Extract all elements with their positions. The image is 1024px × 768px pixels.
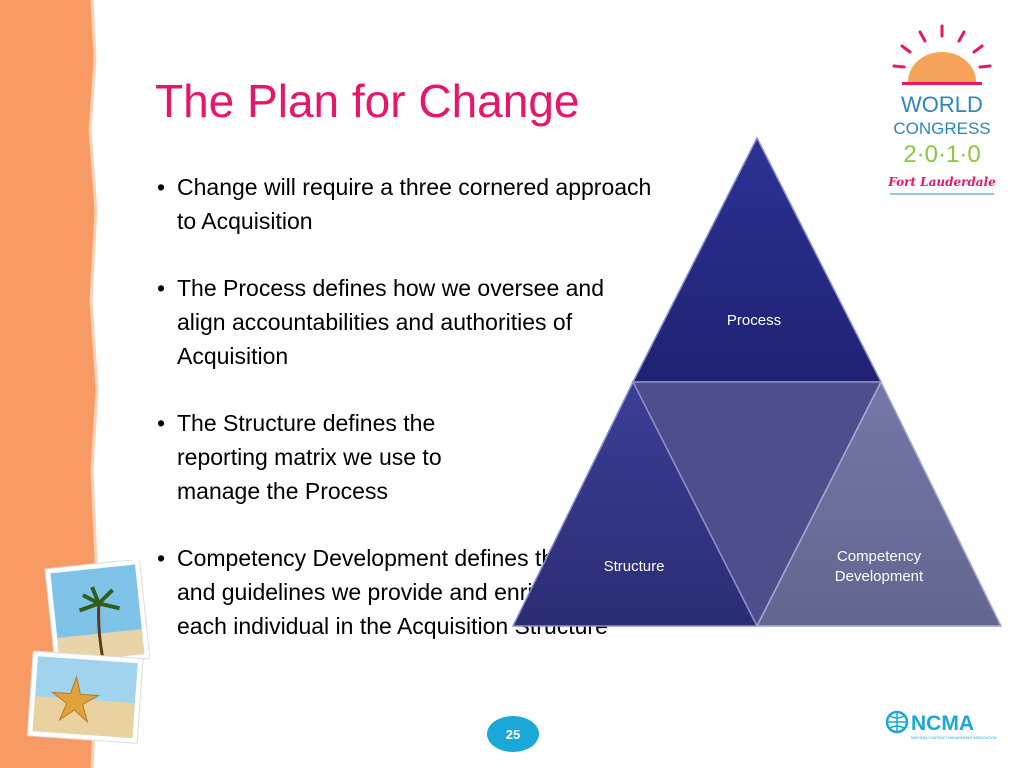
page-number: 25 xyxy=(505,726,521,742)
pyramid-label-competency: Competency xyxy=(837,548,922,565)
pyramid-right-segment xyxy=(755,380,1003,627)
bullet-text: Competency Development defines the tools… xyxy=(177,545,622,639)
wc-year: 2·0·1·0 xyxy=(903,141,980,168)
page-number-badge: 25 xyxy=(487,716,539,752)
ncma-wordmark: NCMA xyxy=(911,712,974,735)
bullet-text: The Process defines how we oversee and a… xyxy=(177,275,605,369)
wc-line2: CONGRESS xyxy=(893,119,990,138)
pyramid-label-structure: Structure xyxy=(604,558,665,575)
pyramid-label-development: Development xyxy=(835,568,924,585)
slide-title: The Plan for Change xyxy=(155,75,580,127)
wc-line1: WORLD xyxy=(901,92,983,117)
pyramid-label-process: Process xyxy=(727,312,781,329)
bullet-list: Change will require a three cornered app… xyxy=(155,170,675,676)
ncma-logo: NCMA NATIONAL CONTRACT MANAGEMENT ASSOCI… xyxy=(885,710,997,740)
world-congress-logo: WORLD CONGRESS 2·0·1·0 Fort Lauderdale xyxy=(887,24,996,195)
wc-city: Fort Lauderdale xyxy=(887,175,996,189)
pyramid-left-segment xyxy=(511,380,759,627)
bullet-item: The Process defines how we oversee and a… xyxy=(155,271,657,373)
bullet-item: Competency Development defines the tools… xyxy=(155,541,627,643)
bullet-text: Change will require a three cornered app… xyxy=(177,174,652,234)
ncma-tagline: NATIONAL CONTRACT MANAGEMENT ASSOCIATION xyxy=(911,736,997,740)
three-cornered-pyramid: Process Structure Competency Development xyxy=(511,136,1003,628)
bullet-item: The Structure defines the reporting matr… xyxy=(155,406,507,508)
bullet-text: The Structure defines the reporting matr… xyxy=(177,410,442,504)
pyramid-top-segment xyxy=(631,136,883,383)
beach-photos-decoration xyxy=(26,560,150,744)
bullet-item: Change will require a three cornered app… xyxy=(155,170,675,238)
